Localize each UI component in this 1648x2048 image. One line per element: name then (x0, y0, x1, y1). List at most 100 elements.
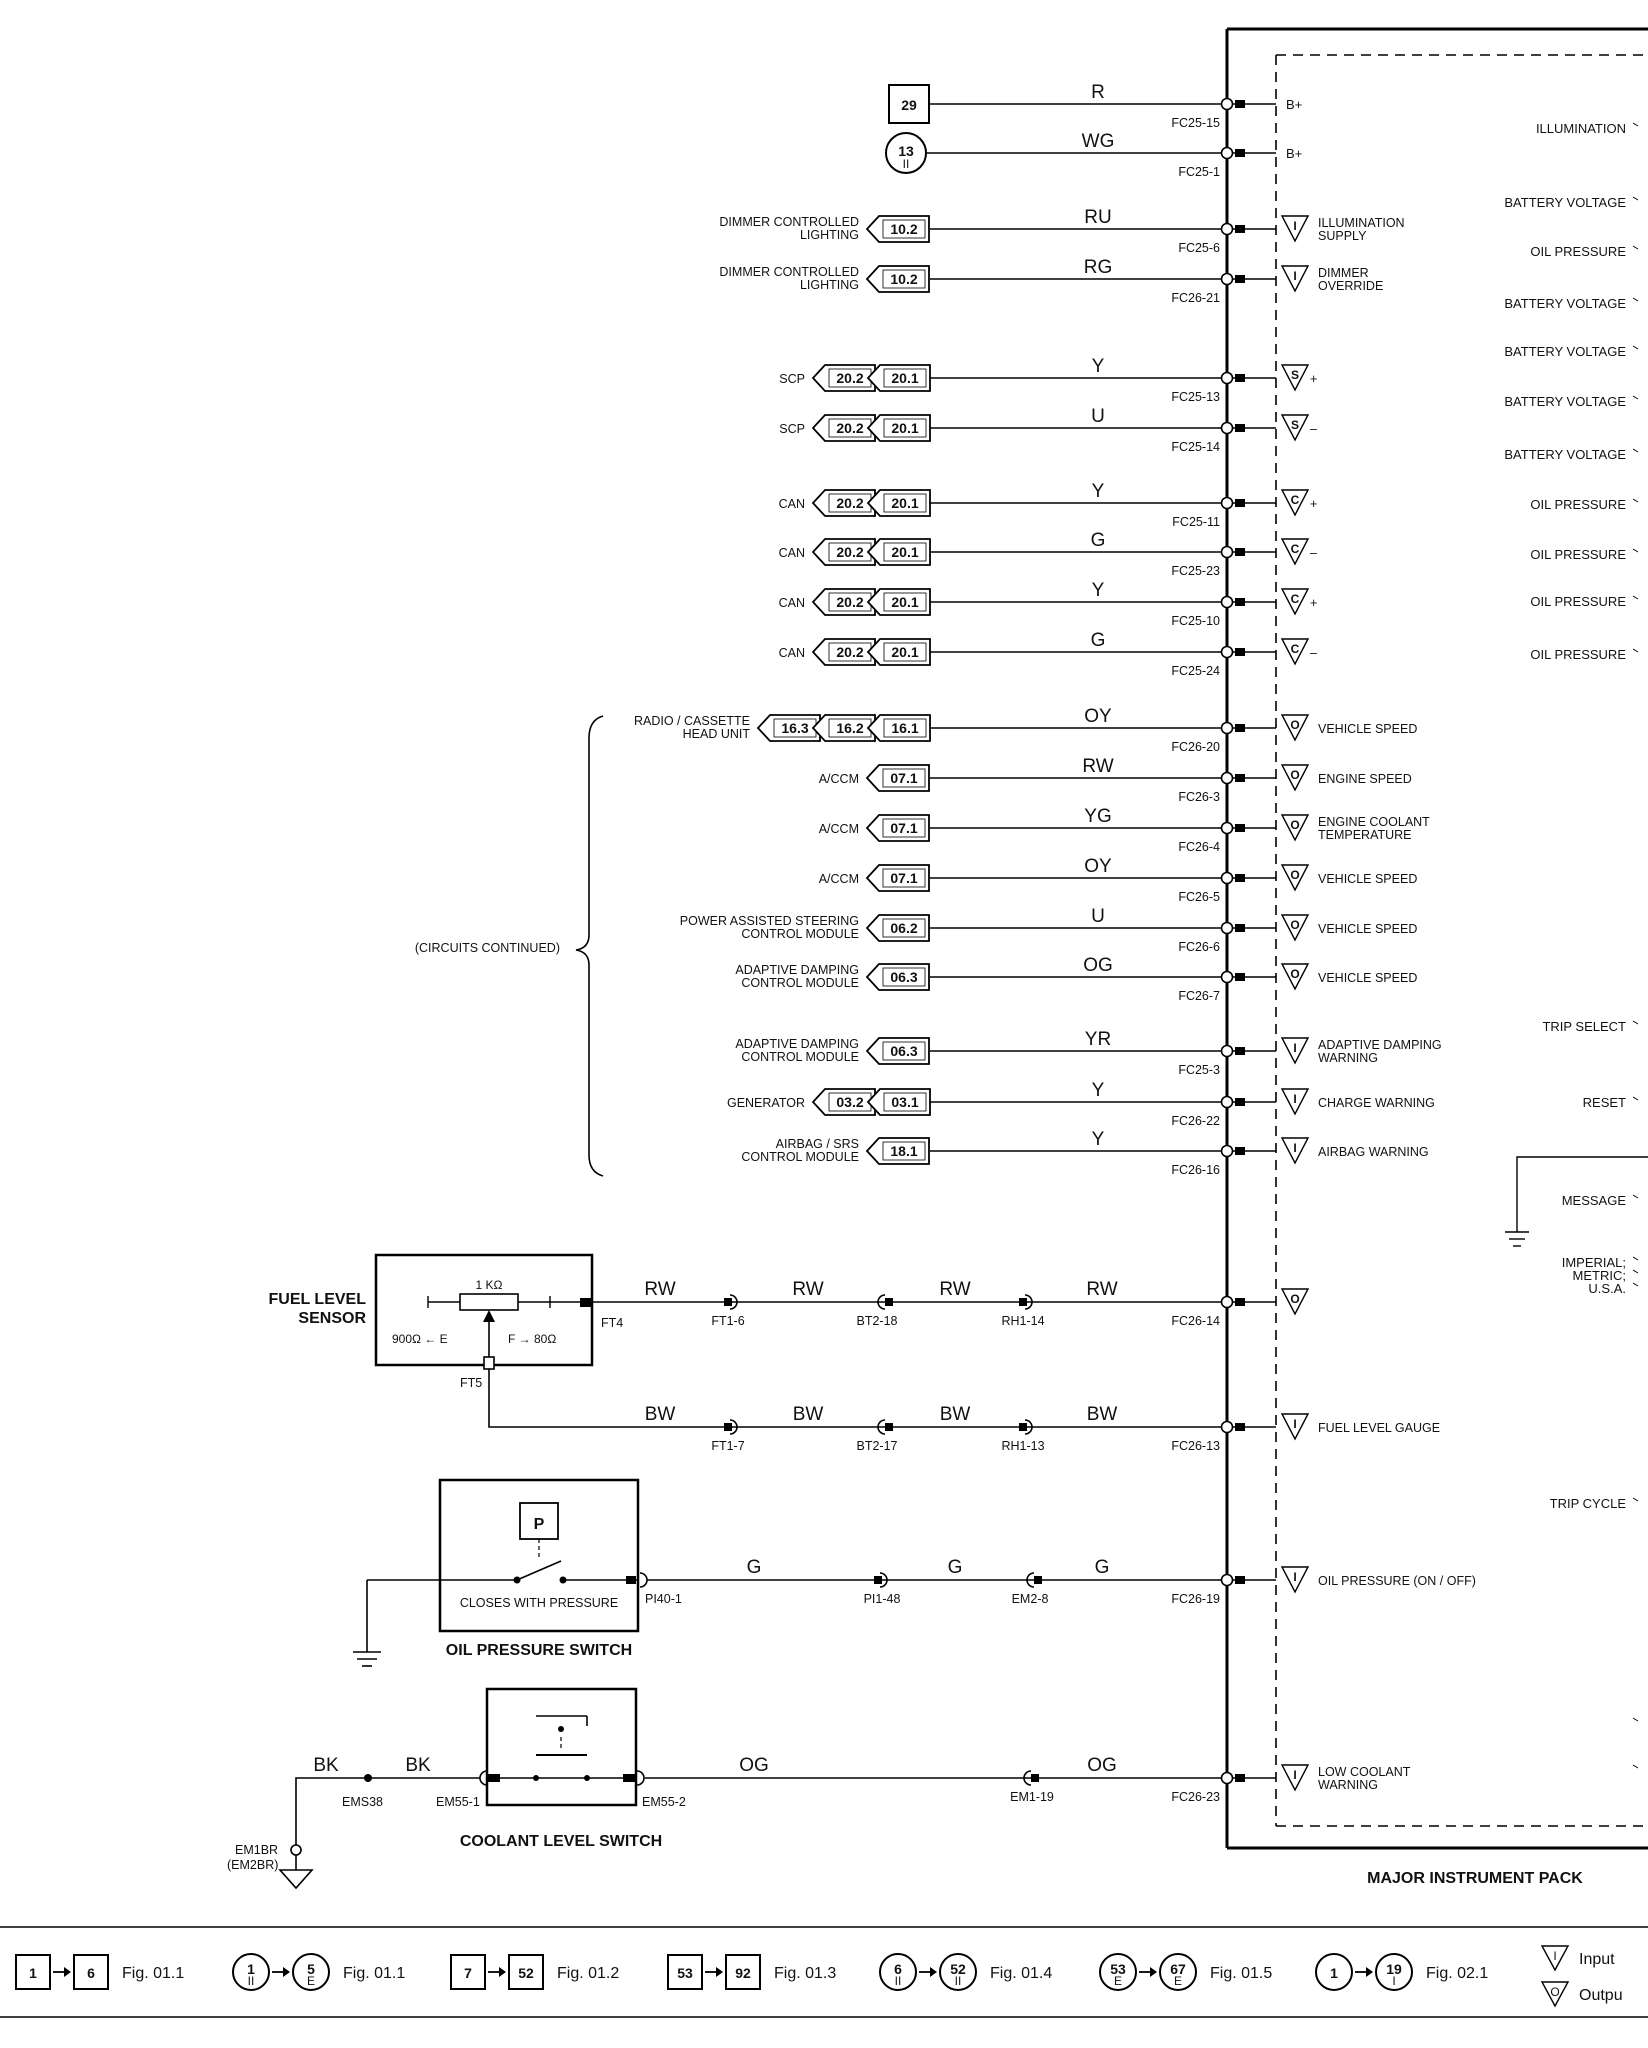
pressure-symbol: P (534, 1516, 545, 1533)
signal-type-glyph: S (1291, 418, 1299, 432)
module-label: CONTROL MODULE (741, 1050, 859, 1064)
signal-type-glyph: O (1290, 718, 1299, 732)
signal-type-glyph: I (1293, 219, 1296, 233)
tick-mark (1632, 345, 1639, 350)
pin-label: FC26-6 (1178, 940, 1220, 954)
fig-ref-arrow (756, 714, 821, 742)
fig-ref-label: 20.1 (891, 644, 918, 660)
fig-ref-arrow (865, 914, 930, 942)
fig-ref-arrow (811, 1088, 876, 1116)
pin-terminal (1235, 874, 1245, 882)
instrument-pack: MAJOR INSTRUMENT PACK (1225, 27, 1648, 1887)
fig-ref-label: 20.1 (891, 544, 918, 560)
tick-mark (1632, 1282, 1639, 1287)
connector-icon (729, 1419, 738, 1435)
oil-switch-note: CLOSES WITH PRESSURE (460, 1596, 618, 1610)
pin-terminal (1235, 100, 1245, 108)
signal-triangle-icon (1280, 814, 1310, 842)
module-label: LIGHTING (800, 228, 859, 242)
oil-pressure-switch: P CLOSES WITH PRESSURE OIL PRESSURE SWIT… (353, 1478, 640, 1667)
legend-circle-icon (1159, 1953, 1197, 1991)
legend-ref: 1 (29, 1965, 37, 1981)
fig-ref-arrow (865, 1137, 930, 1165)
fig-ref-label: 03.2 (836, 1094, 863, 1110)
signal-type-glyph: I (1293, 1417, 1296, 1431)
module-label: HEAD UNIT (683, 727, 751, 741)
pack-internal-label: METRIC; (1573, 1268, 1626, 1283)
signal-triangle-icon (1280, 414, 1310, 442)
wire-color: BW (645, 1404, 676, 1425)
wire-color: RW (1082, 756, 1113, 777)
fig-ref-arrow (865, 963, 930, 991)
connector-icon (877, 1294, 886, 1310)
signal-description: – (1310, 546, 1317, 560)
connector-icon (1026, 1572, 1035, 1588)
signal-triangle-icon (1280, 1413, 1310, 1441)
signal-type-glyph: O (1290, 967, 1299, 981)
signal-type-glyph: C (1291, 493, 1300, 507)
wire-color: Y (1092, 356, 1105, 377)
signal-description: ILLUMINATION (1318, 216, 1405, 230)
signal-triangle-icon (1280, 364, 1310, 392)
pin-junction (1220, 545, 1234, 559)
pin-label: FC25-23 (1171, 564, 1220, 578)
fig-ref-label: 10.2 (890, 221, 917, 237)
fig-ref-label: 20.2 (836, 370, 863, 386)
coolant-ground-2: (EM2BR) (227, 1858, 278, 1872)
module-label: A/CCM (819, 822, 859, 836)
legend-ref-sub: I (1392, 1974, 1395, 1988)
signal-triangle-icon (1280, 638, 1310, 666)
wire-color: RW (1086, 1279, 1117, 1300)
signal-description: LOW COOLANT (1318, 1765, 1411, 1779)
connector-icon (1024, 1419, 1033, 1435)
pin-label: FC25-13 (1171, 390, 1220, 404)
fig-ref-arrow (866, 588, 931, 616)
tick-mark (1632, 1497, 1639, 1502)
pin-label: FC25-24 (1171, 664, 1220, 678)
tick-mark (1632, 1256, 1639, 1261)
connector-icon (877, 1419, 886, 1435)
wire-color: RW (792, 1279, 823, 1300)
module-label: CAN (779, 596, 805, 610)
fig-ref-label: 16.3 (781, 720, 808, 736)
fig-ref-label: 06.3 (890, 1043, 917, 1059)
module-label: DIMMER CONTROLLED (719, 265, 859, 279)
pin-terminal (1235, 924, 1245, 932)
fuel-terminal (580, 1298, 592, 1307)
tick-mark (1632, 498, 1639, 503)
legend-circle-icon (1375, 1953, 1413, 1991)
port-label: B+ (1286, 146, 1302, 161)
signal-type-glyph: I (1293, 1570, 1296, 1584)
wire-color: Y (1092, 481, 1105, 502)
tick-mark (1632, 1717, 1639, 1722)
tick-mark (1632, 1194, 1639, 1199)
wire-color: OG (1083, 955, 1113, 976)
signal-description: – (1310, 422, 1317, 436)
legend-circle-icon (939, 1953, 977, 1991)
tick-mark (1632, 595, 1639, 600)
legend-ref: 5 (307, 1961, 315, 1977)
wire-color: BW (1087, 1404, 1118, 1425)
pin-junction (1220, 1095, 1234, 1109)
pin-junction (1220, 721, 1234, 735)
signal-type-glyph: I (1293, 1141, 1296, 1155)
pin-terminal (1235, 424, 1245, 432)
fig-ref-arrow (811, 588, 876, 616)
signal-triangle-icon (1280, 914, 1310, 942)
fig-ref-label: 20.2 (836, 644, 863, 660)
pin-junction (1220, 421, 1234, 435)
module-label: A/CCM (819, 772, 859, 786)
signal-description: CHARGE WARNING (1318, 1096, 1435, 1110)
signal-triangle-icon (1280, 215, 1310, 243)
pack-internal-label: IMPERIAL; (1562, 1255, 1626, 1270)
legend-ref-sub: II (895, 1974, 902, 1988)
signal-description: FUEL LEVEL GAUGE (1318, 1421, 1440, 1435)
signal-type-glyph: S (1291, 368, 1299, 382)
fig-ref-arrow (811, 714, 876, 742)
